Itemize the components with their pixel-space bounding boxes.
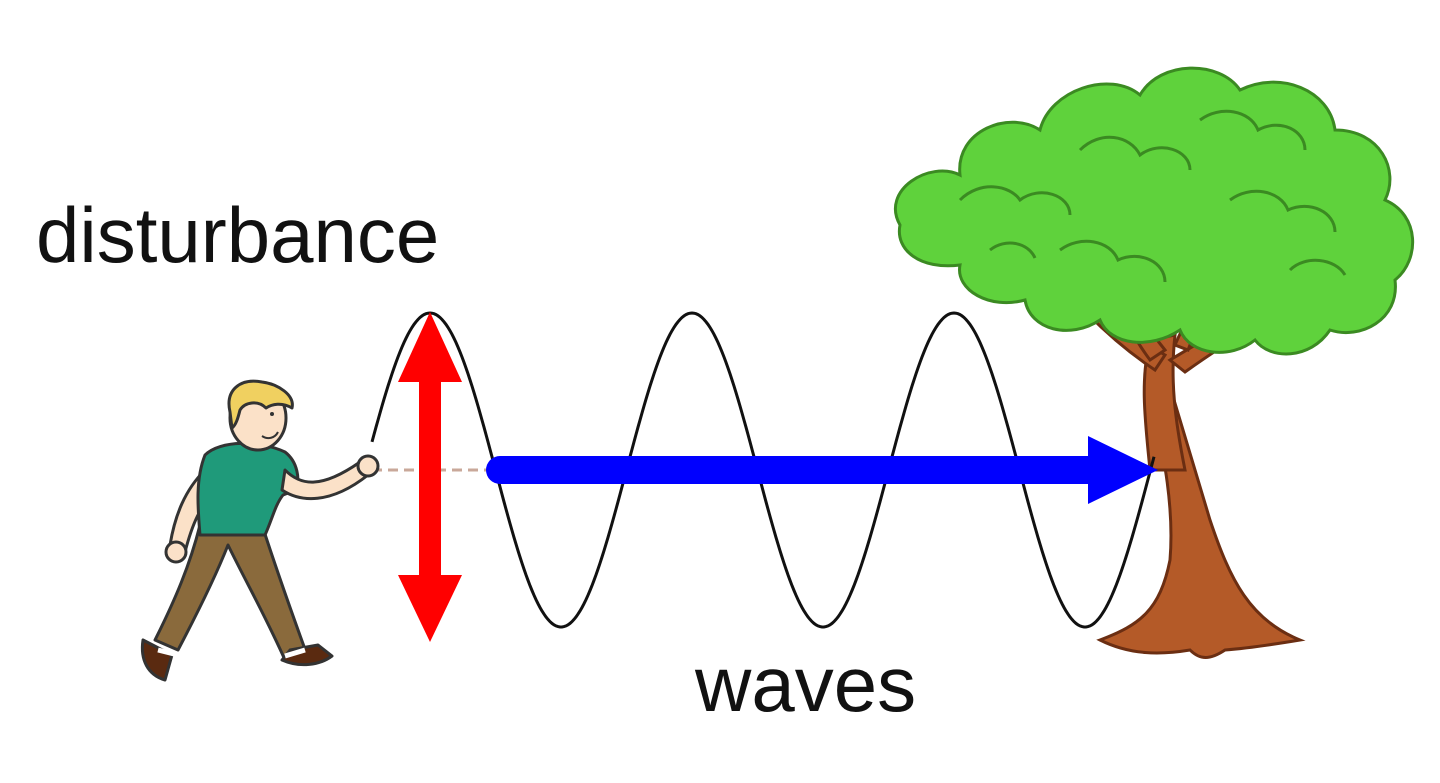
- disturbance-label: disturbance: [36, 191, 440, 279]
- boy-right-shoe: [280, 643, 334, 667]
- sine-wave: [370, 311, 1156, 629]
- waves-label: waves: [695, 640, 917, 728]
- boy-trousers: [153, 523, 308, 662]
- boy-hand: [356, 454, 380, 478]
- tree-foliage: [893, 66, 1415, 356]
- tree-trunk: [1096, 366, 1306, 659]
- boy-hair: [227, 379, 294, 430]
- propagation-arrow: [486, 436, 1158, 504]
- boy-left-shoe: [140, 638, 174, 682]
- disturbance-arrow: [398, 312, 462, 642]
- boy-running-icon: [140, 379, 380, 682]
- tree-icon: [893, 66, 1415, 659]
